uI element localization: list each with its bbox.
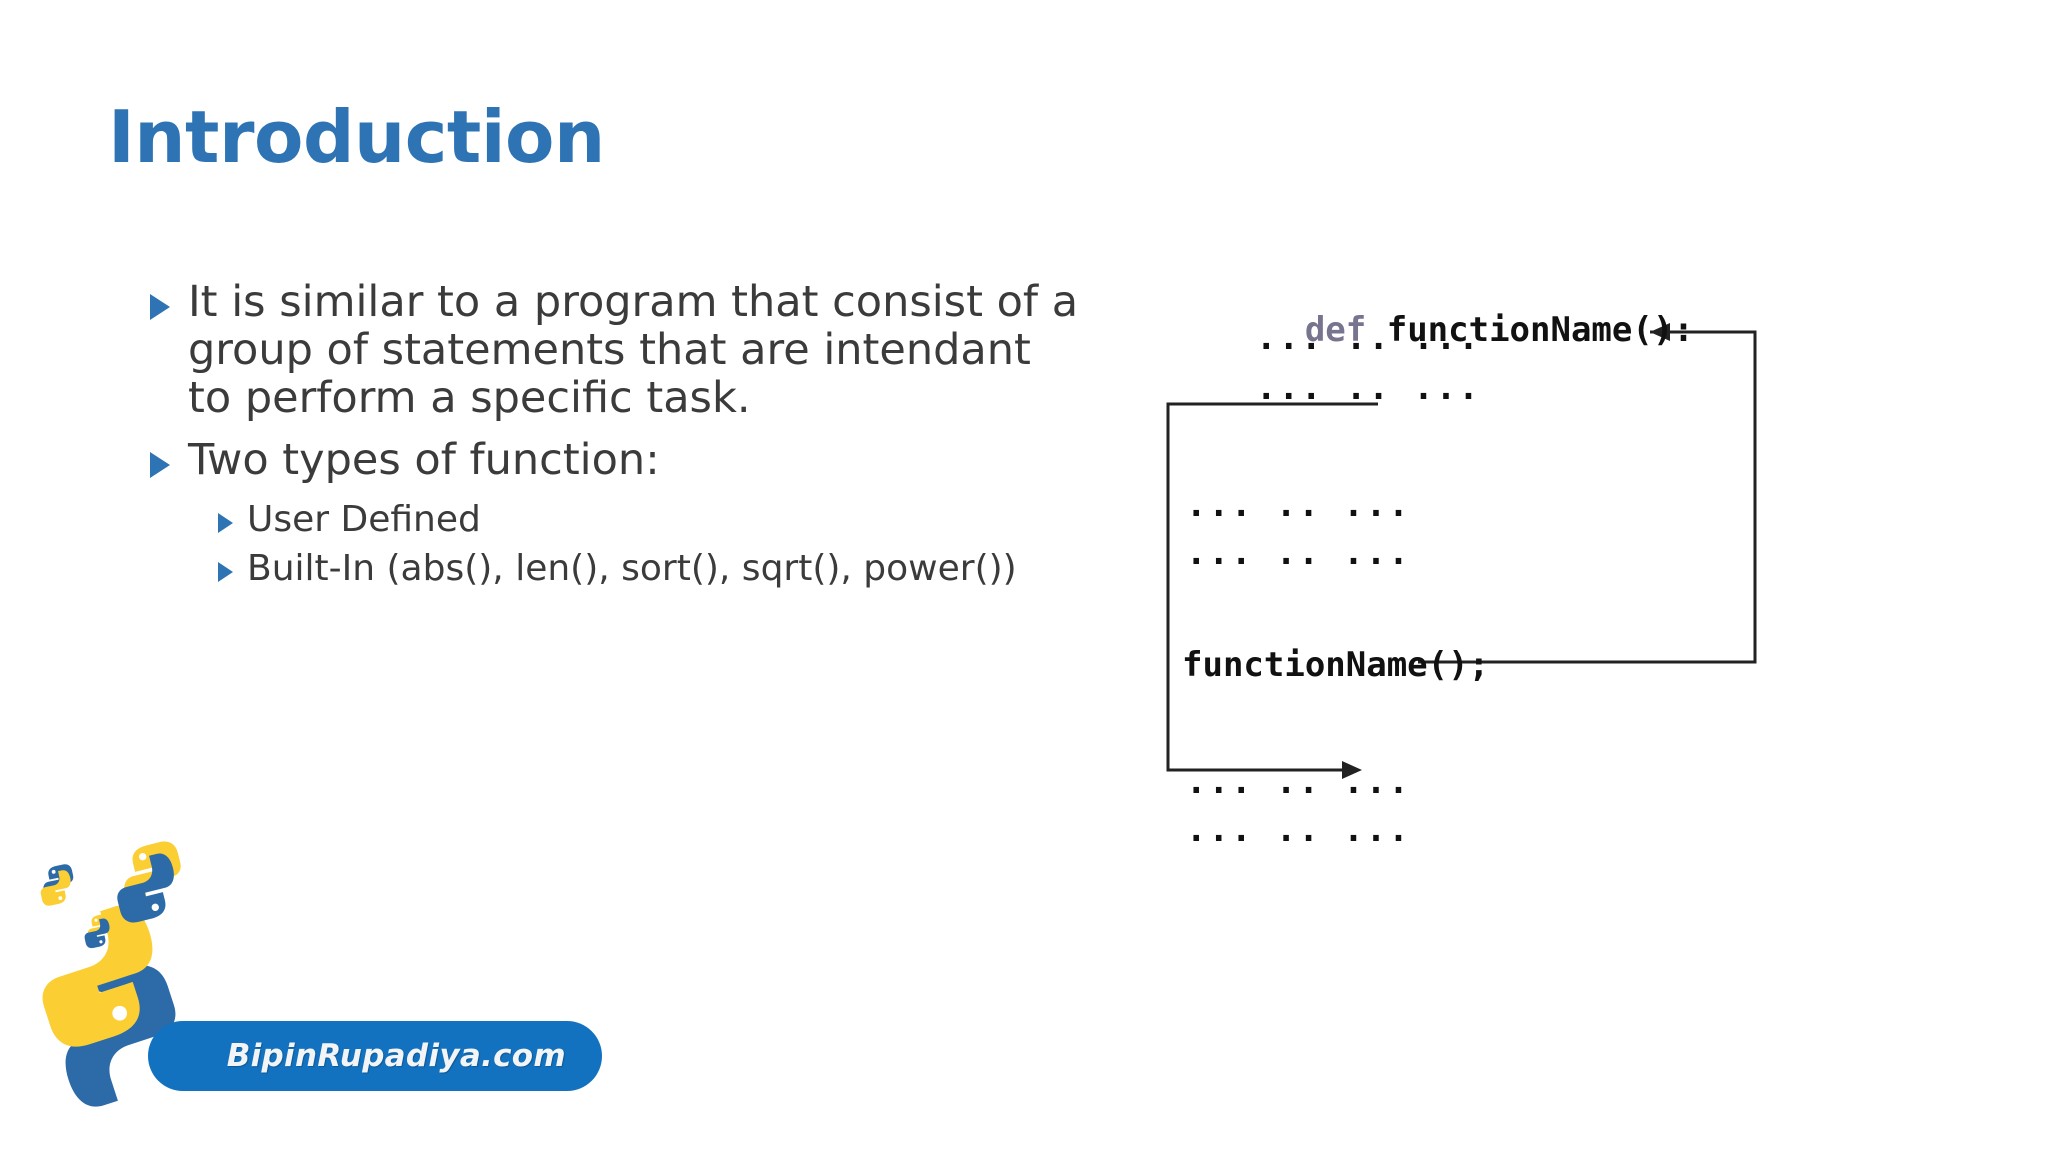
page-title: Introduction	[108, 95, 605, 179]
def-keyword: def	[1304, 310, 1387, 350]
brand-label: BipinRupadiya.com	[226, 1038, 566, 1074]
list-item: Two types of function:	[150, 435, 1080, 486]
code-dots-row: ... .. ...	[1186, 810, 1411, 850]
flow-arrow-lines	[1166, 323, 1757, 779]
code-dots-row: ... .. ...	[1186, 533, 1411, 573]
code-signature-line: def functionName():	[1182, 270, 1694, 390]
bullet-list: It is similar to a program that consist …	[150, 278, 1080, 597]
bullet-triangle-icon	[218, 561, 233, 582]
brand-badge[interactable]: BipinRupadiya.com	[148, 1021, 602, 1091]
bullet-text: User Defined	[247, 498, 481, 540]
code-dots-row: ... .. ...	[1256, 318, 1481, 358]
code-dots-row: ... .. ...	[1186, 485, 1411, 525]
bullet-triangle-icon	[218, 512, 233, 533]
function-call-flow-diagram: def functionName(): ... .. ... ... .. ..…	[1150, 270, 1850, 850]
list-item: It is similar to a program that consist …	[150, 278, 1080, 422]
bullet-text: Built-In (abs(), len(), sort(), sqrt(), …	[247, 547, 1017, 589]
function-call-line: functionName();	[1182, 645, 1490, 685]
bullet-triangle-icon	[150, 294, 170, 320]
bullet-text: It is similar to a program that consist …	[188, 277, 1079, 424]
code-dots-row: ... .. ...	[1186, 762, 1411, 802]
list-item: User Defined	[218, 499, 1080, 540]
bullet-triangle-icon	[150, 452, 170, 479]
bullet-text: Two types of function:	[188, 435, 660, 486]
code-dots-row: ... .. ...	[1256, 368, 1481, 408]
list-item: Built-In (abs(), len(), sort(), sqrt(), …	[218, 548, 1080, 589]
function-signature: functionName():	[1386, 310, 1694, 350]
